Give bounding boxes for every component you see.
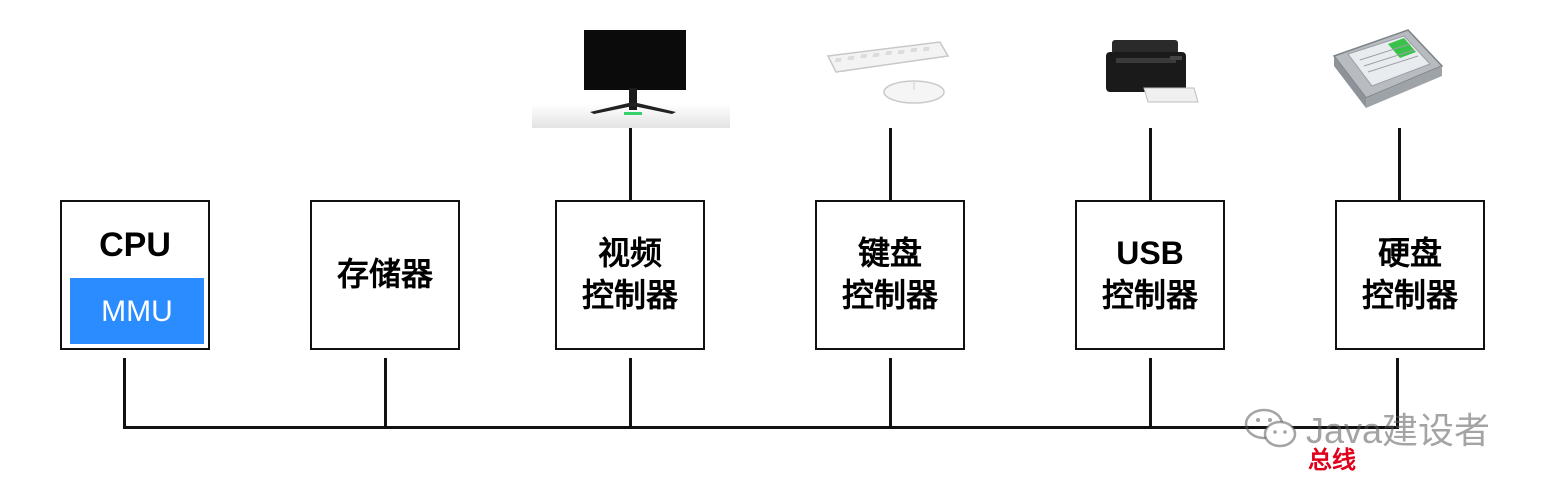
usb-bus-line (1149, 358, 1152, 428)
video-controller-line2: 控制器 (581, 276, 678, 314)
monitor-connector-line (629, 128, 632, 200)
cpu-bus-line (123, 358, 126, 428)
memory-bus-line (384, 358, 387, 428)
hard-drive-connector-line (1398, 128, 1401, 200)
wechat-icon (1244, 408, 1297, 448)
keyboard-controller-line2: 控制器 (841, 276, 938, 314)
video-bus-line (629, 358, 632, 428)
cpu-box: CPU MMU (60, 200, 210, 350)
video-controller-line1: 视频 (597, 234, 662, 273)
usb-controller-line2: 控制器 (1101, 276, 1198, 314)
disk-controller-box: 硬盘 控制器 (1335, 200, 1485, 350)
mmu-block: MMU (70, 278, 204, 344)
bus-label: 总线 (1308, 446, 1356, 474)
disk-controller-line2: 控制器 (1361, 276, 1458, 314)
printer-icon (1100, 36, 1200, 114)
keyboard-mouse-icon (822, 36, 954, 112)
keyboard-controller-line1: 键盘 (857, 234, 922, 273)
printer-connector-line (1149, 128, 1152, 200)
watermark: Java建设者 (1244, 402, 1490, 454)
usb-controller-line1: USB (1116, 235, 1184, 272)
disk-bus-line (1396, 358, 1399, 428)
watermark-text: Java建设者 (1306, 410, 1491, 451)
video-controller-box: 视频 控制器 (555, 200, 705, 350)
disk-controller-line1: 硬盘 (1377, 234, 1442, 273)
memory-label: 存储器 (336, 255, 433, 294)
cpu-label: CPU (99, 226, 171, 264)
hard-drive-icon (1326, 26, 1446, 116)
system-bus-line (123, 426, 1399, 429)
keyboard-connector-line (889, 128, 892, 200)
monitor-icon (532, 26, 730, 132)
keyboard-controller-box: 键盘 控制器 (815, 200, 965, 350)
usb-controller-box: USB 控制器 (1075, 200, 1225, 350)
keyboard-bus-line (889, 358, 892, 428)
memory-box: 存储器 (310, 200, 460, 350)
